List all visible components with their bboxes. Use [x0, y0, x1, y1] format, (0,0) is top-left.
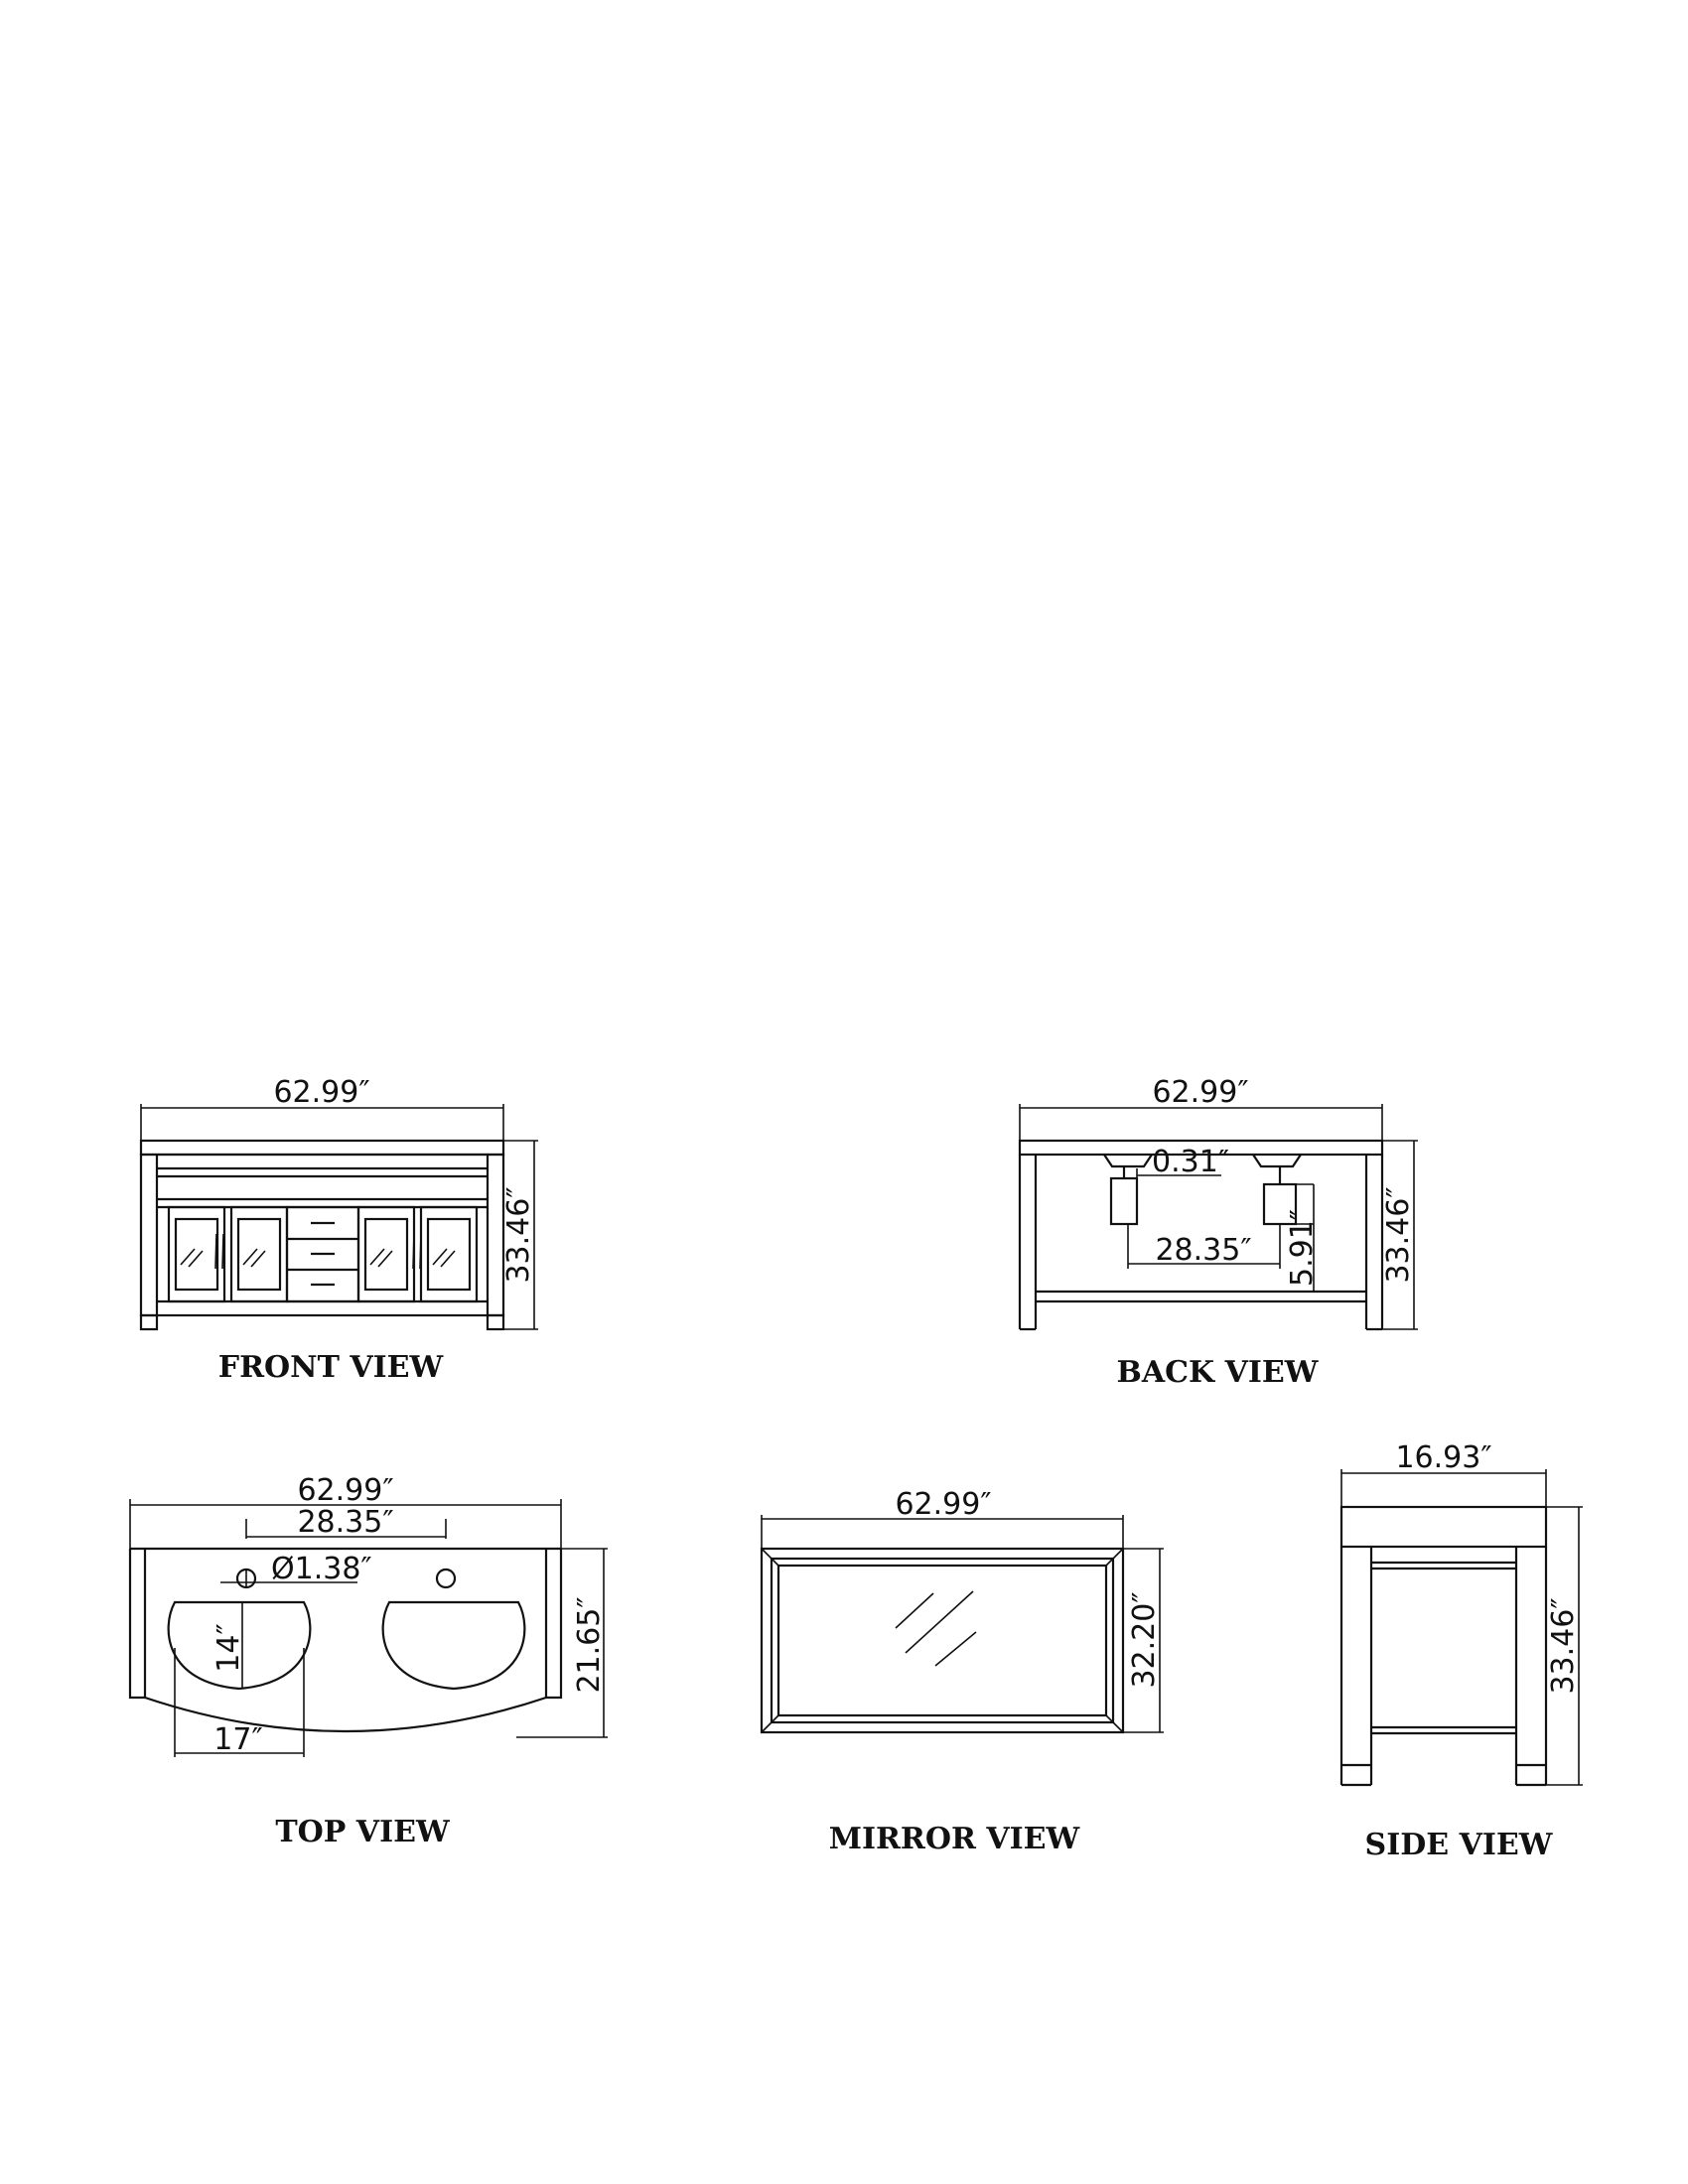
back-spacing-dimension: 28.35″ [1127, 1224, 1281, 1269]
top-width-dimension: 62.99″ [129, 1473, 562, 1549]
top-basin-width-label: 17″ [213, 1722, 262, 1757]
top-countertop [128, 1547, 563, 1733]
back-view: 62.99″ 33.46″ 0.31″ 28.35″ 5.91″ BACK VI… [1018, 1075, 1418, 1390]
mirror-width-dimension: 62.99″ [761, 1487, 1124, 1549]
back-view-title: BACK VIEW [1117, 1355, 1320, 1390]
side-width-dimension: 16.93″ [1340, 1440, 1547, 1507]
front-cabinet [139, 1139, 505, 1331]
back-drop-dimension: 5.91″ [1285, 1184, 1320, 1292]
front-width-label: 62.99″ [273, 1075, 369, 1110]
side-height-label: 33.46″ [1546, 1597, 1581, 1694]
top-depth-label: 21.65″ [572, 1596, 607, 1693]
back-gap-dimension: 0.31″ [1136, 1145, 1229, 1183]
front-glass-hatching [180, 1248, 456, 1268]
front-height-label: 33.46″ [501, 1186, 536, 1283]
back-width-dimension: 62.99″ [1019, 1075, 1383, 1141]
mirror-width-label: 62.99″ [895, 1487, 991, 1522]
front-height-dimension: 33.46″ [501, 1140, 538, 1330]
top-depth-dimension: 21.65″ [516, 1548, 608, 1738]
mirror-frame [760, 1547, 1125, 1734]
back-height-label: 33.46″ [1381, 1186, 1416, 1283]
top-basin-depth-dimension: 14″ [211, 1602, 246, 1689]
back-width-label: 62.99″ [1152, 1075, 1248, 1110]
top-basin-depth-label: 14″ [211, 1623, 246, 1672]
side-cabinet [1339, 1505, 1548, 1787]
side-height-dimension: 33.46″ [1546, 1506, 1583, 1786]
back-height-dimension: 33.46″ [1381, 1140, 1418, 1330]
right-basin [381, 1600, 526, 1691]
left-basin [167, 1600, 312, 1691]
mirror-height-dimension: 32.20″ [1123, 1548, 1164, 1733]
top-view-title: TOP VIEW [275, 1815, 451, 1849]
front-width-dimension: 62.99″ [140, 1075, 504, 1141]
front-view-title: FRONT VIEW [218, 1350, 445, 1385]
top-width-label: 62.99″ [297, 1473, 393, 1508]
top-center-distance-label: 28.35″ [297, 1505, 393, 1540]
back-gap-label: 0.31″ [1152, 1145, 1229, 1179]
front-view: 62.99″ 33.46″ FRONT VIEW [139, 1075, 538, 1385]
mirror-height-label: 32.20″ [1127, 1591, 1162, 1688]
top-hole-diameter-label: Ø1.38″ [271, 1552, 372, 1586]
back-drop-label: 5.91″ [1285, 1209, 1320, 1287]
top-hole-diameter-dimension: Ø1.38″ [220, 1552, 372, 1588]
side-view: 16.93″ 33.46″ SIDE VIEW [1339, 1440, 1583, 1862]
back-cabinet [1018, 1139, 1384, 1331]
mirror-view: 62.99″ 32.20″ MIRROR VIEW [760, 1487, 1164, 1856]
back-spacing-label: 28.35″ [1155, 1233, 1251, 1268]
top-basin-width-dimension: 17″ [174, 1648, 305, 1757]
top-center-distance-dimension: 28.35″ [245, 1505, 447, 1540]
side-view-title: SIDE VIEW [1365, 1828, 1554, 1862]
top-view: 62.99″ 28.35″ Ø1.38″ 14″ 21.65″ 17″ [128, 1473, 608, 1849]
mirror-view-title: MIRROR VIEW [829, 1822, 1081, 1856]
side-width-label: 16.93″ [1395, 1440, 1491, 1475]
